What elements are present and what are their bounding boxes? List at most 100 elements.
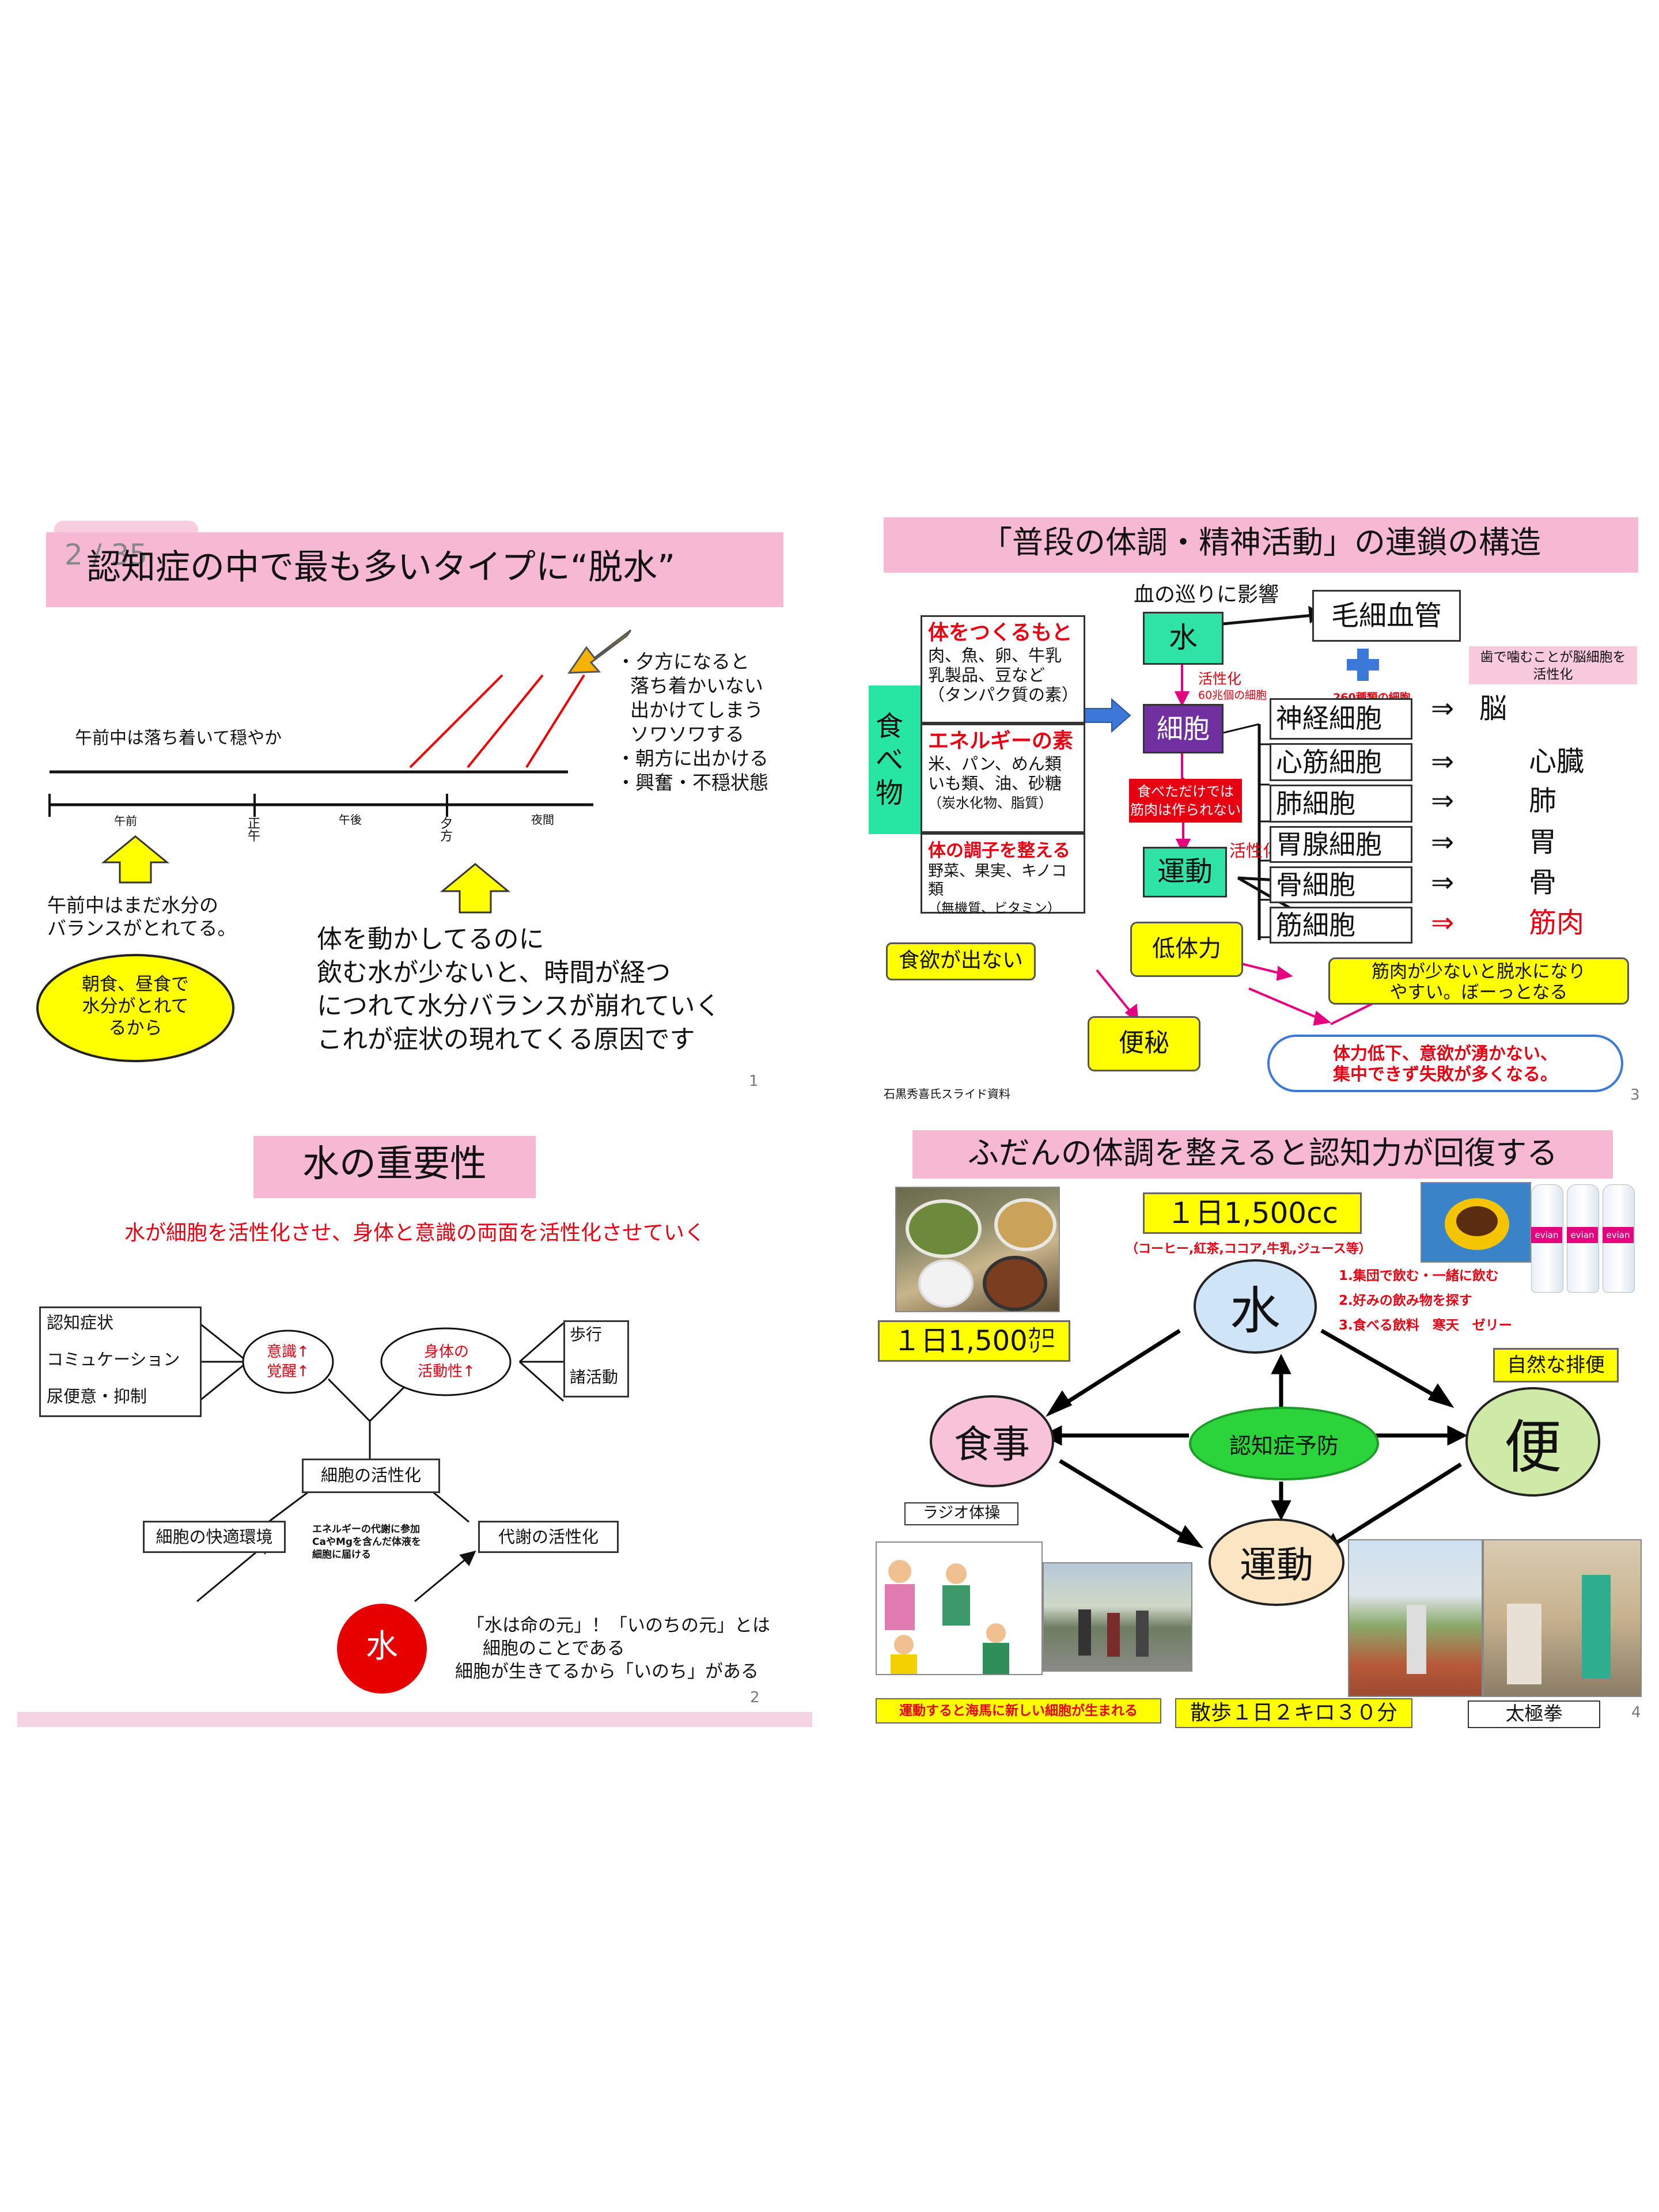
page-number: 3 [1630,1086,1640,1104]
radio-exercise-illustration [876,1541,1043,1675]
water-tip: 3.食べる飲料 寒天 ゼリー [1339,1318,1512,1333]
ishiki-ellipse [242,1330,334,1394]
cell-type-box: 胃腺細胞 [1270,826,1412,863]
drinks-label: （コーヒー,紅茶,ココア,牛乳,ジュース等） [1126,1242,1372,1256]
title-bar [46,532,783,607]
symptom-line: 尿便意・抑制 [47,1387,147,1406]
orange-arrow [567,629,632,674]
main-text-line: これが症状の現れてくる原因です [317,1025,695,1054]
evening-list-line: ソワソワする [630,723,744,745]
organ-label: 心臓 [1529,745,1585,778]
organ-label: 筋肉 [1529,907,1585,939]
blue-arrow [1084,698,1131,733]
organ-label: 肺 [1529,785,1557,817]
water-tip: 2.好みの飲み物を探す [1339,1293,1472,1308]
credit-label: 石黒秀喜氏スライド資料 [884,1087,1010,1101]
organ-label: 脳 [1479,692,1508,725]
tea-cup-photo [1421,1182,1531,1263]
ishiki-line: 覚醒↑ [267,1363,309,1380]
food-item: （タンパク質の素） [928,685,1079,704]
morning-note-line: バランスがとれてる。 [47,917,237,940]
eat-only-line: 食べただけでは [1137,783,1234,800]
water-amount-box: １日1,500cc [1143,1192,1362,1234]
natural-bowel-box: 自然な排便 [1493,1348,1619,1382]
energy-note: エネルギーの代謝に参加 CaやMgを含んだ体液を 細胞に届ける [312,1523,421,1561]
evening-list-line: 落ち着かいない [630,675,763,697]
slide-water-importance: 水の重要性 水が細胞を活性化させ、身体と意識の両面を活性化させていく [17,1124,812,1729]
activate-label: 活性化 [1198,671,1242,687]
meal-photo [895,1187,1060,1312]
muscle-note-box: 筋肉が少ないと脱水になり やすい。ぼーっとなる [1328,957,1629,1005]
chewing-line: 歯で噛むことが脳細胞を [1480,650,1626,665]
meal-node-label: 食事 [954,1422,1030,1467]
food-item: （炭水化物、脂質） [928,795,1052,811]
ellipse-line: るから [108,1018,162,1039]
page-number: 4 [1631,1704,1641,1721]
bottle-label: evian [1567,1227,1598,1243]
cloud-note: 体力低下、意欲が湧かない、 集中できず失敗が多くなる。 [1267,1035,1623,1092]
slide-recovery: ふだんの体調を整えると認知力が回復する evian evian evian [855,1124,1642,1735]
blue-plus [1347,659,1379,671]
evening-arrow [440,863,511,914]
reason-ellipse-text: 朝食、昼食で 水分がとれて るから [37,974,233,1039]
metabolism-box: 代謝の活性化 [478,1521,619,1553]
morning-note-line: 午前中はまだ水分の [47,894,218,916]
red-slash [409,674,503,768]
tick-label-night: 夜間 [531,813,554,827]
title-bar [912,1130,1613,1179]
slide-title: ふだんの体調を整えると認知力が回復する [967,1135,1558,1171]
organ-arrow: ⇒ [1431,826,1455,858]
energy-note-line: CaやMgを含んだ体液を [312,1536,422,1548]
exercise-node-label: 運動 [1240,1544,1313,1587]
tick-label-evening: 夕方 [440,817,453,844]
no-appetite-box: 食欲が出ない [886,942,1036,980]
shintai-line: 活動性↑ [418,1363,475,1380]
timeline-graphic [36,629,632,1062]
bottle-label: evian [1603,1227,1634,1243]
evening-symptom-list: ・夕方になると 落ち着かいない 出かけてしまう ソワソワする ・朝方に出かける … [616,650,768,795]
cloud-line: 体力低下、意欲が湧かない、 [1333,1044,1558,1064]
cell-type-box: 筋細胞 [1270,907,1412,944]
eat-only-note: 食べただけでは 筋肉は作られない [1129,779,1242,823]
evening-list-line: 出かけてしまう [630,699,763,721]
cell-type-box: 神経細胞 [1270,698,1412,740]
slide-chain-structure: 「普段の体調・精神活動」の連鎖の構造 血の巡りに影響 [855,502,1642,1113]
cell-type-box: 心筋細胞 [1270,743,1412,781]
evening-list-line: ・興奮・不穏状態 [616,771,768,794]
exercise-node: 運動 [1209,1518,1344,1606]
organ-label: 胃 [1529,826,1557,858]
cell-type-box: 肺細胞 [1270,785,1412,823]
food-body-make: 体をつくるもと 肉、魚、卵、牛乳 乳製品、豆など （タンパク質の素） [921,615,1085,724]
hippocampus-note: 運動すると海馬に新しい細胞が生まれる [876,1698,1161,1724]
cloud-line: 集中できず失敗が多くなる。 [1333,1065,1558,1085]
food-energy: エネルギーの素 米、パン、めん類 いも類、油、砂糖 （炭水化物、脂質） [921,724,1085,833]
water-box: 水 [1143,612,1224,665]
cell-activation-box: 細胞の活性化 [302,1459,440,1493]
organ-arrow: ⇒ [1431,907,1455,939]
red-slash [525,674,585,768]
muscle-note-line: やすい。ぼーっとなる [1389,982,1568,1003]
walking-photo [1043,1562,1192,1672]
water-bottles: evian evian evian [1528,1181,1637,1294]
tick-label-afternoon: 午後 [339,813,362,827]
low-strength-box: 低体力 [1130,922,1243,977]
food-group-title: エネルギーの素 [928,729,1074,753]
cells-60-trillion: 60兆個の細胞 [1198,689,1267,702]
water-tip: 1.集団で飲む・一緒に飲む [1339,1268,1499,1283]
prevention-node: 認知症予防 [1189,1407,1379,1480]
cell-type-box: 骨細胞 [1270,866,1412,903]
symptom-line: コミュケーション [47,1350,180,1369]
symptom-line: 認知症状 [47,1313,114,1332]
energy-note-line: エネルギーの代謝に参加 [312,1524,420,1535]
shintai-ellipse [380,1327,512,1396]
eat-only-line: 筋肉は作られない [1130,802,1241,818]
water-node-label: 水 [1229,1281,1281,1340]
blood-flow-label: 血の巡りに影響 [1134,583,1279,607]
organ-arrow: ⇒ [1431,866,1455,899]
energy-note-line: 細胞に届ける [312,1549,371,1560]
main-text-line: につれて水分バランスが崩れていく [317,991,721,1021]
symptom-box: 認知症状 コミュケーション 尿便意・抑制 [39,1306,202,1417]
chewing-line: 活性化 [1533,667,1573,682]
main-text-line: 体を動かしてるのに [317,925,544,954]
